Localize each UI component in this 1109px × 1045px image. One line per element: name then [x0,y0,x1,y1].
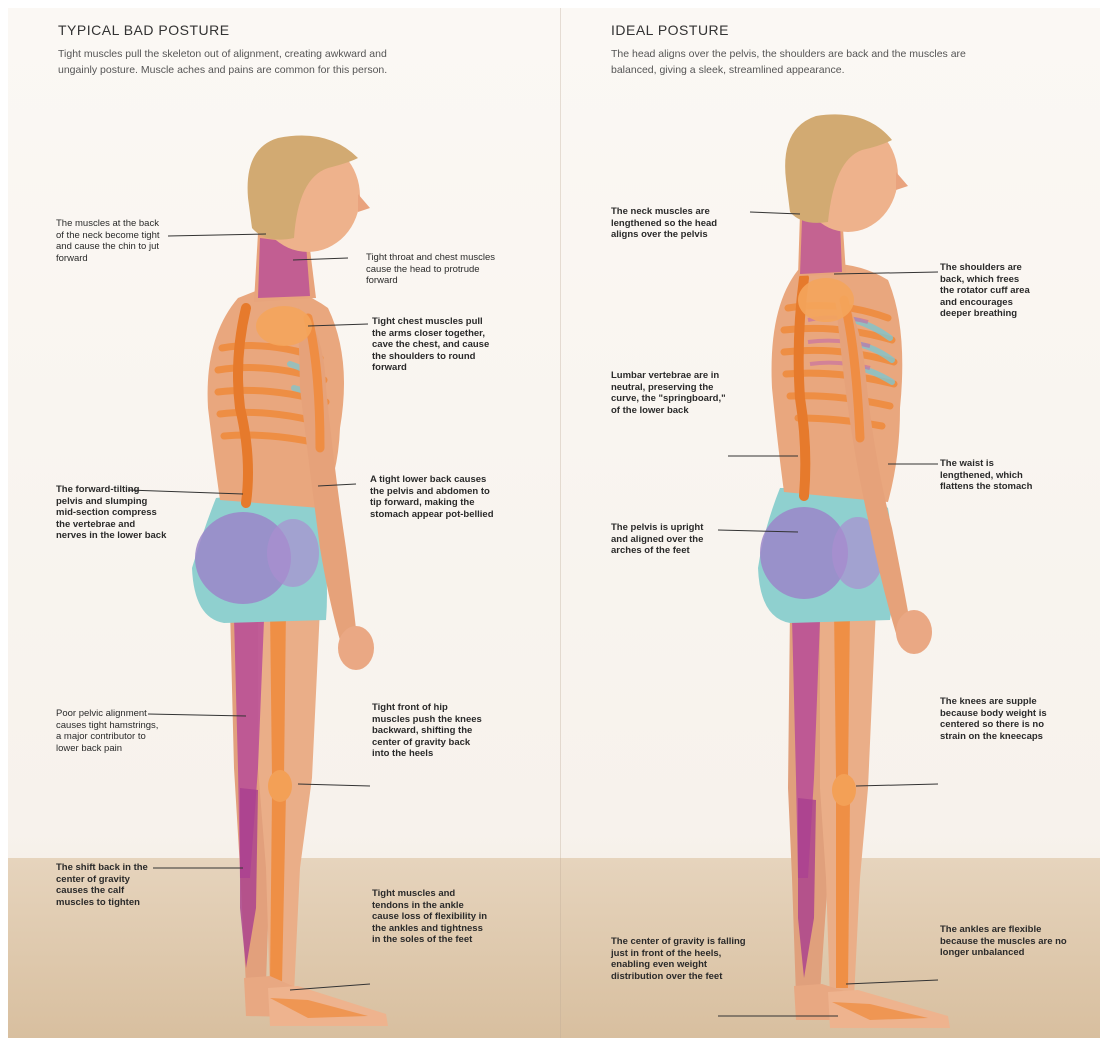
bad-posture-title: TYPICAL BAD POSTURE [58,22,230,38]
callout-calf: The shift back in the center of gravity … [56,862,156,908]
ideal-posture-femur [834,608,850,778]
callout-pelvis-upright: The pelvis is upright and aligned over t… [611,522,721,557]
callout-shoulders-back: The shoulders are back, which frees the … [940,262,1036,320]
callout-throat-chest: Tight throat and chest muscles cause the… [366,252,496,287]
bad-posture-femur [270,608,286,778]
callout-neck-lengthened: The neck muscles are lengthened so the h… [611,206,747,241]
callout-center-of-gravity: The center of gravity is falling just in… [611,936,751,982]
ideal-posture-hand [896,610,932,654]
callout-ankle: Tight muscles and tendons in the ankle c… [372,888,488,946]
bad-posture-intro: Tight muscles pull the skeleton out of a… [58,46,428,78]
ideal-posture-title: IDEAL POSTURE [611,22,729,38]
callout-hamstrings: Poor pelvic alignment causes tight hamst… [56,708,162,754]
bad-posture-knee [268,770,292,802]
callout-hip-flexors: Tight front of hip muscles push the knee… [372,702,484,760]
figures-layer [8,8,1100,1038]
ideal-posture-intro: The head aligns over the pelvis, the sho… [611,46,981,78]
ideal-posture-nose [896,172,908,190]
ideal-posture-shoulder-joint [798,278,854,322]
ideal-posture-knee [832,774,856,806]
posture-illustration: TYPICAL BAD POSTURE Tight muscles pull t… [8,8,1100,1038]
callout-chest: Tight chest muscles pull the arms closer… [372,316,494,374]
callout-waist-lengthened: The waist is lengthened, which flattens … [940,458,1040,493]
callout-neck-back: The muscles at the back of the neck beco… [56,218,168,264]
bad-posture-figure [192,136,388,1027]
ideal-posture-figure [758,114,950,1028]
callout-knees-supple: The knees are supple because body weight… [940,696,1052,742]
callout-pelvis-tilt: The forward-tilting pelvis and slumping … [56,484,168,542]
ideal-posture-tibia [836,798,850,988]
callout-lower-back: A tight lower back causes the pelvis and… [370,474,496,520]
bad-posture-nose [358,194,370,212]
callout-ankles-flexible: The ankles are flexible because the musc… [940,924,1074,959]
bad-posture-shoulder-joint [256,306,312,346]
callout-lumbar-neutral: Lumbar vertebrae are in neutral, preserv… [611,370,727,416]
bad-posture-hip-muscle [267,519,319,587]
bad-posture-hand [338,626,374,670]
